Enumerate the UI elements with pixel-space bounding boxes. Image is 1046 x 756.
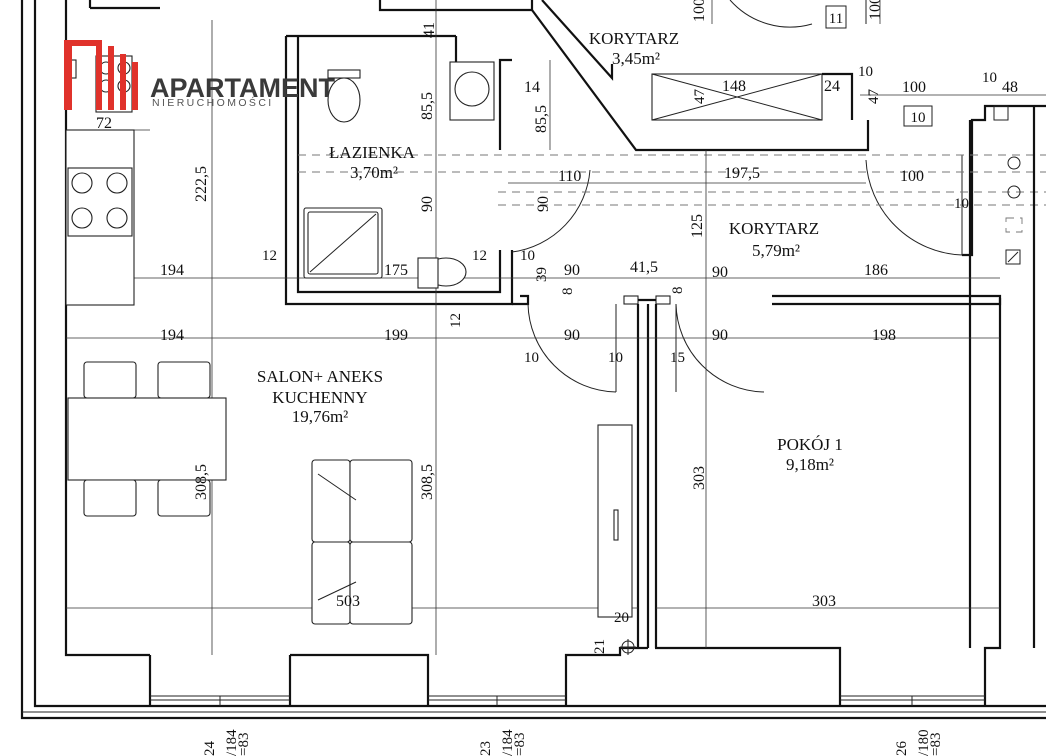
dim-label: 90 — [712, 327, 728, 344]
dim-label: 90 — [712, 264, 728, 281]
dim-label: 186 — [864, 262, 888, 279]
dim-label: 90 — [419, 196, 436, 212]
company-logo: APARTAMENT NIERUCHOMOŚCI — [64, 40, 335, 110]
room-area-pokoj: 9,18m² — [786, 455, 834, 474]
window-dim-label: /184 — [500, 729, 516, 756]
window-dim-label: 26 — [894, 741, 910, 756]
room-area-korytarz-top: 3,45m² — [612, 49, 660, 68]
dim-label: 100 — [902, 79, 926, 96]
room-name-korytarz-top: KORYTARZ — [589, 29, 679, 48]
dim-label: 12 — [262, 248, 277, 264]
logo-mark-bar-2 — [64, 40, 102, 46]
windows — [150, 695, 985, 706]
dim-label: 303 — [812, 593, 836, 610]
dim-label: 90 — [564, 262, 580, 279]
box-11-label: 11 — [829, 11, 843, 27]
dim-label: 8 — [670, 287, 686, 295]
window-dim-label: 23 — [478, 741, 494, 756]
dim-label: 100 — [867, 0, 884, 20]
dim-label: 39 — [534, 267, 550, 282]
logo-title: APARTAMENT — [150, 73, 335, 103]
dim-label: 10 — [608, 350, 623, 366]
dim-label: 41,5 — [630, 259, 658, 276]
dim-label: 72 — [96, 115, 112, 132]
dim-label: 15 — [670, 350, 685, 366]
dim-label: 125 — [689, 214, 706, 238]
room-name-korytarz-mid: KORYTARZ — [729, 219, 819, 238]
dim-label: 85,5 — [419, 92, 436, 120]
dim-label: 308,5 — [419, 464, 436, 500]
room-labels: KORYTARZ 3,45m² ŁAZIENKA 3,70m² KORYTARZ… — [257, 29, 843, 474]
bathroom-fixtures — [303, 61, 495, 289]
box-11 — [825, 5, 847, 29]
dim-label: 14 — [524, 79, 540, 96]
dim-label: 148 — [722, 78, 746, 95]
dim-label: 21 — [592, 639, 608, 654]
dim-label: 24 — [824, 78, 840, 95]
room-name-salon-line2: KUCHENNY — [272, 388, 367, 407]
dim-label: 10 — [954, 196, 969, 212]
dim-label: 90 — [535, 196, 552, 212]
dim-label: 175 — [384, 262, 408, 279]
logo-mark-bar-1 — [64, 40, 72, 110]
dim-label: 222,5 — [193, 166, 210, 202]
window-dim-label: /184 — [224, 729, 240, 756]
dashed-lines — [298, 154, 1046, 206]
dim-label: 10 — [982, 70, 997, 86]
window-dim-label: 24 — [202, 741, 218, 756]
dim-label: 48 — [1002, 79, 1018, 96]
apartment-walls — [64, 0, 1046, 706]
outer-walls — [20, 0, 1046, 720]
room-name-pokoj: POKÓJ 1 — [777, 435, 843, 454]
logo-subtitle: NIERUCHOMOŚCI — [152, 96, 274, 109]
dim-label: 10 — [524, 350, 539, 366]
dim-label: 194 — [160, 262, 184, 279]
window-dim-label: =83 — [236, 733, 252, 756]
window-dim-label: /180 — [916, 729, 932, 756]
dim-label: 12 — [472, 248, 487, 264]
dim-label: 85,5 — [533, 105, 550, 133]
logo-mark-bar-4 — [108, 46, 114, 110]
tv-cabinet — [597, 424, 636, 655]
dim-label: 110 — [558, 168, 581, 185]
dim-label: 8 — [560, 288, 576, 296]
dim-label: 20 — [614, 610, 629, 626]
dim-label: 194 — [160, 327, 184, 344]
box-10 — [903, 105, 933, 127]
dim-label: 10 — [520, 248, 535, 264]
room-area-korytarz-mid: 5,79m² — [752, 241, 800, 260]
sofa — [311, 459, 413, 625]
room-area-lazienka: 3,70m² — [350, 163, 398, 182]
dim-label: 199 — [384, 327, 408, 344]
dim-label: 47 — [692, 89, 708, 105]
logo-mark-bar-5 — [120, 54, 126, 110]
dim-label: 308,5 — [193, 464, 210, 500]
box-10-label: 10 — [911, 110, 926, 126]
dim-label: 10 — [858, 64, 873, 80]
logo-mark-bar-6 — [132, 62, 138, 110]
dim-label: 197,5 — [724, 165, 760, 182]
dim-label: 12 — [448, 313, 464, 328]
dim-label: 303 — [691, 466, 708, 490]
room-name-lazienka: ŁAZIENKA — [329, 143, 416, 162]
dim-label: 198 — [872, 327, 896, 344]
wall-fixtures — [993, 105, 1036, 648]
dim-label: 100 — [691, 0, 708, 22]
dim-label: 41 — [421, 22, 438, 38]
room-name-salon-line1: SALON+ ANEKS — [257, 367, 383, 386]
dim-label: 90 — [564, 327, 580, 344]
dimension-labels: 41 100 100 72 222,5 85,5 14 85,5 148 47 … — [96, 0, 1018, 756]
window-dim-label: =83 — [512, 733, 528, 756]
dim-label: 47 — [866, 89, 882, 105]
room-area-salon: 19,76m² — [292, 407, 349, 426]
window-dim-label: =83 — [928, 733, 944, 756]
dim-label: 503 — [336, 593, 360, 610]
logo-mark-bar-3 — [96, 40, 102, 110]
dining-set — [67, 361, 227, 517]
dim-label: 100 — [900, 168, 924, 185]
